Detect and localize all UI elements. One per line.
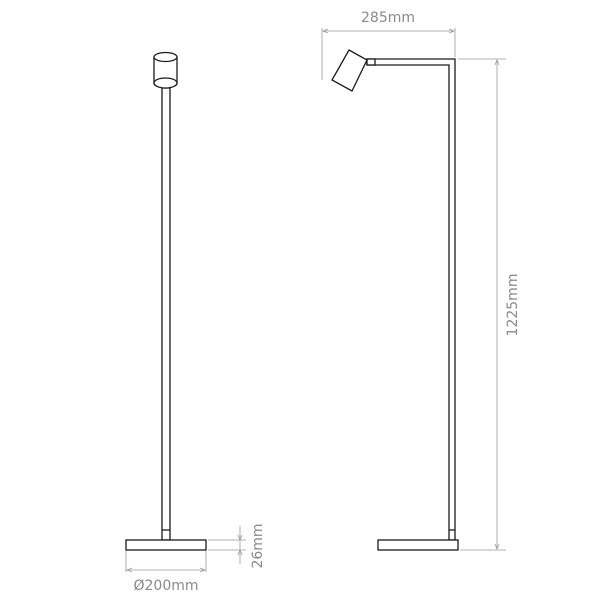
front-stem bbox=[161, 87, 171, 541]
front-view-lamp bbox=[125, 51, 207, 551]
height-label: 1225mm bbox=[505, 274, 521, 337]
side-head-spotlight bbox=[331, 49, 368, 92]
width-label: 285mm bbox=[361, 10, 415, 26]
side-view-lamp bbox=[331, 49, 459, 551]
base-diameter-dimension: Ø200mm bbox=[125, 551, 207, 594]
width-dimension: 285mm bbox=[321, 10, 456, 80]
front-base bbox=[125, 539, 207, 551]
side-arm bbox=[366, 58, 456, 541]
height-dimension: 1225mm bbox=[458, 58, 521, 551]
side-base bbox=[377, 539, 459, 551]
base-diameter-label: Ø200mm bbox=[133, 578, 198, 594]
side-head-connector bbox=[366, 58, 376, 66]
base-thickness-dimension: 26mm bbox=[208, 523, 266, 569]
front-head-top bbox=[153, 51, 178, 63]
base-thickness-label: 26mm bbox=[250, 523, 266, 568]
front-head-bottom bbox=[153, 77, 178, 89]
